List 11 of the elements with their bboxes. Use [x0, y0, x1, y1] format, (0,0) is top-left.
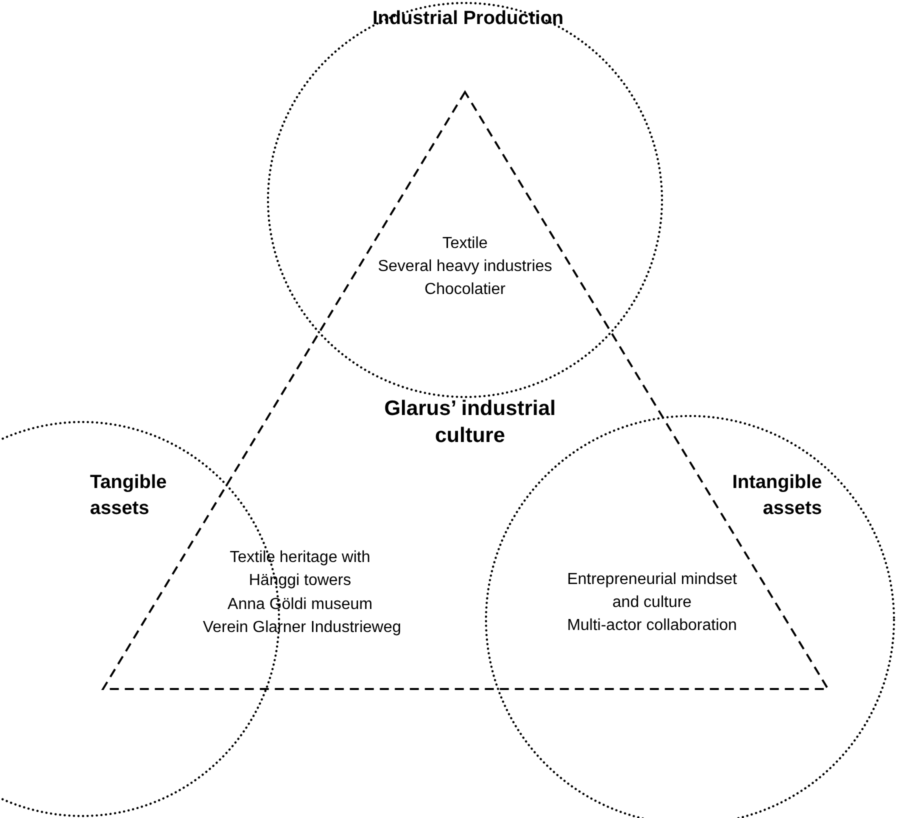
circle-heading: Tangible assets [90, 471, 168, 521]
circle-text: Multi-actor collaboration [566, 616, 738, 636]
circle-text: Entrepreneurial mindset and culture [567, 570, 737, 613]
circle-text: Chocolatier [424, 280, 506, 300]
circle-heading: Intangible assets [731, 471, 822, 521]
circle-text: Textile heritage with Hänggi towers [228, 548, 372, 591]
circle-text: Verein Glarner Industrieweg [202, 618, 402, 638]
circle-text: Textile [441, 234, 489, 254]
center-heading: Glarus’ industrial culture [383, 396, 557, 449]
circle-text: Anna Göldi museum [226, 595, 374, 615]
circle-text: Several heavy industries [376, 257, 554, 277]
